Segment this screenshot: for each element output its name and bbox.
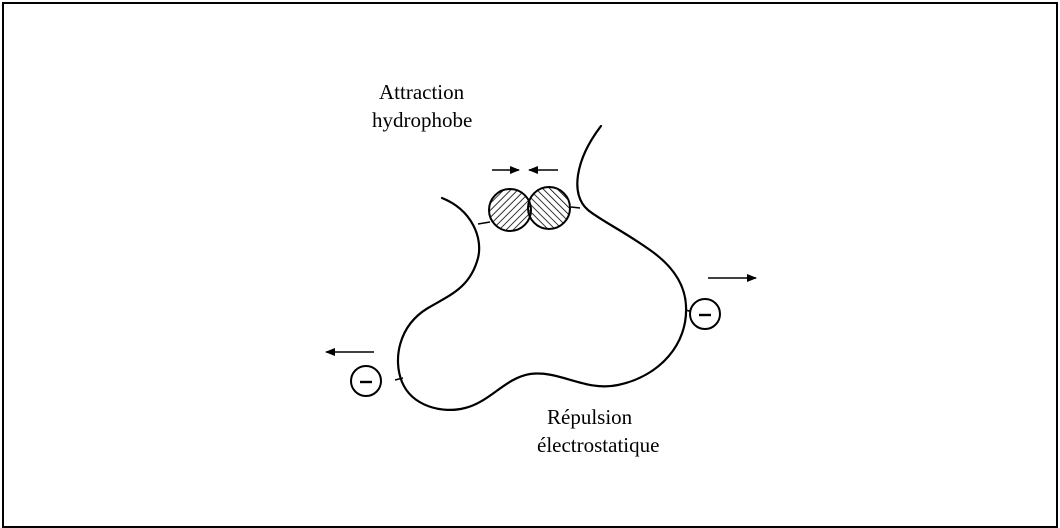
attraction-label-line1: Attraction — [379, 79, 464, 105]
right-tail-connector — [571, 207, 580, 208]
hydrophobic-group-right — [528, 187, 570, 229]
hydrophobic-group-left — [489, 189, 531, 231]
molecule-outline — [398, 126, 686, 410]
left-tail-connector — [478, 222, 490, 224]
attraction-label-line2: hydrophobe — [372, 107, 472, 133]
repulsion-label-line1: Répulsion — [547, 404, 632, 430]
repulsion-label-line2: électrostatique — [537, 432, 659, 458]
